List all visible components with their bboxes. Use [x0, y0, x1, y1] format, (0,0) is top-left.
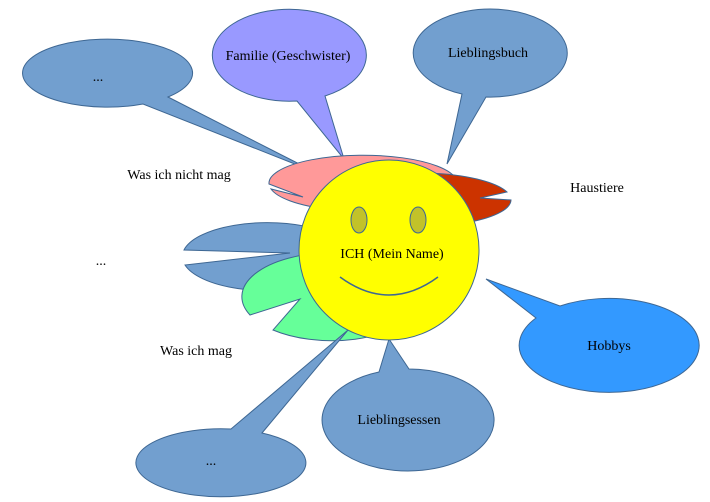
bubble-lieblingsessen: Lieblingsessen [321, 337, 495, 472]
left-eye-icon [350, 206, 368, 234]
bubble-hobbys: Hobbys [485, 278, 700, 393]
bubble-middle-left-dots-label: ... [96, 254, 107, 269]
bubble-lieblingsbuch: Lieblingsbuch [412, 8, 568, 165]
bubble-lieblingsbuch-label: Lieblingsbuch [448, 46, 528, 61]
bubble-haustiere-label: Haustiere [570, 181, 624, 196]
bubble-bottom-dots: ... [135, 329, 349, 498]
bubble-was-ich-nicht-mag-label: Was ich nicht mag [127, 168, 230, 183]
bubble-lieblingsbuch-shape [412, 8, 568, 165]
right-eye-icon [409, 206, 427, 234]
smiley-face-circle [298, 159, 480, 341]
bubble-lieblingsessen-label: Lieblingsessen [357, 413, 440, 428]
bubble-was-ich-mag-label: Was ich mag [160, 344, 232, 359]
bubble-hobbys-shape [485, 278, 700, 393]
bubble-bottom-dots-label: ... [206, 454, 217, 469]
bubble-bottom-dots-shape [135, 329, 349, 498]
bubble-familie-shape [211, 8, 367, 160]
center-label: ICH (Mein Name) [340, 247, 444, 262]
bubble-hobbys-label: Hobbys [587, 339, 631, 354]
bubble-familie: Familie (Geschwister) [211, 8, 367, 160]
bubble-familie-label: Familie (Geschwister) [226, 49, 351, 64]
bubble-top-left-dots: ... [22, 38, 316, 173]
bubble-top-left-dots-label: ... [93, 70, 104, 85]
bubble-lieblingsessen-shape [321, 337, 495, 472]
smile-mouth-icon [339, 276, 439, 296]
smiley-face: ICH (Mein Name) [298, 159, 480, 341]
bubble-top-left-dots-shape [22, 38, 316, 173]
